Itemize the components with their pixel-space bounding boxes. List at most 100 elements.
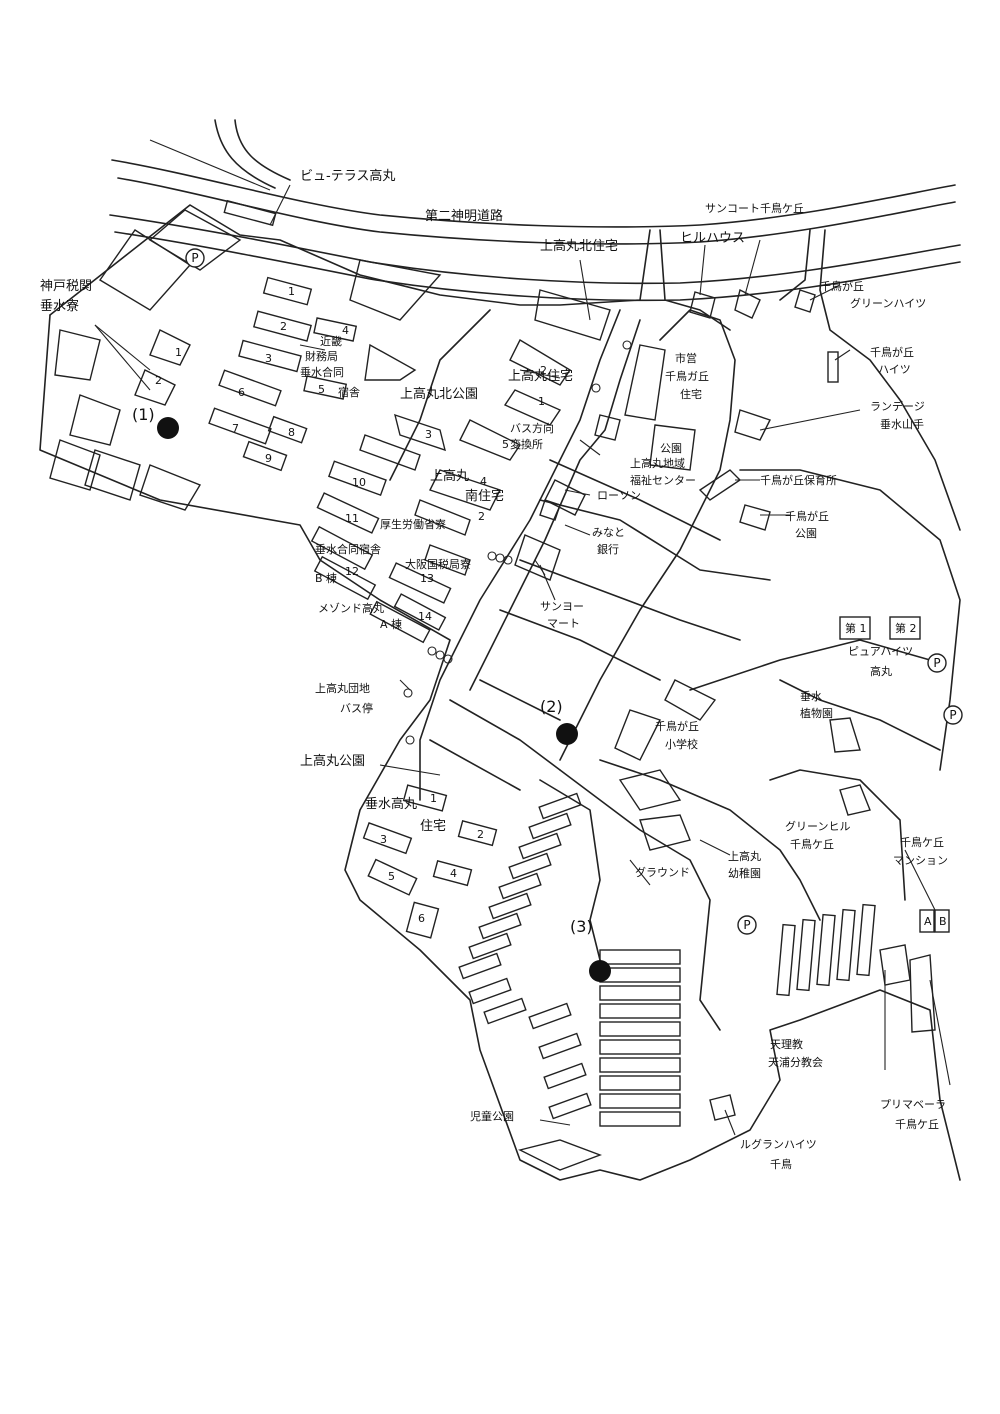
building-number: 12 [345, 565, 359, 578]
label-kinki: 近畿 [320, 334, 342, 348]
building-number: 5 [388, 870, 395, 883]
building-number: 8 [288, 426, 295, 439]
label-minato: みなと [592, 526, 625, 539]
parking-label: P [191, 251, 198, 265]
building-number: 10 [352, 476, 366, 489]
place-labels: ビュ-テラス高丸 神戸税関 垂水寮 近畿 財務局 垂水合同 宿舎 上高丸北公園 … [40, 168, 948, 1171]
label-chidori-park-2: 公園 [795, 527, 817, 540]
label-municipal: 市営 [675, 351, 697, 365]
building-number: 2 [155, 374, 162, 387]
label-chidori-mansion-2: マンション [893, 854, 948, 867]
label-school-2: 小学校 [665, 737, 698, 751]
label-children-park: 児童公園 [470, 1109, 514, 1123]
label-sanyo-2: マート [547, 617, 580, 630]
label-south-housing: 上高丸 [430, 468, 469, 484]
label-botanical: 垂水 [800, 690, 822, 703]
parking-label: P [743, 918, 750, 932]
label-chidori-heights-2: ハイツ [878, 363, 911, 376]
label-bus-stop-2: バス停 [340, 701, 373, 715]
building-number: 3 [425, 428, 432, 441]
building-number: 5 [502, 438, 509, 451]
parking-icon [943, 705, 963, 725]
label-green-heights-2: グリーンハイツ [850, 296, 926, 310]
label-tenrikyo: 天理教 [770, 1038, 803, 1051]
label-legran: ルグランハイツ [740, 1137, 817, 1151]
label-bus-turn: バス方向 [510, 421, 554, 435]
parking-icon [927, 653, 947, 673]
building-number: 2 [280, 320, 287, 333]
highway [109, 119, 961, 302]
building-number: 3 [380, 833, 387, 846]
label-chidori-park: 千鳥が丘 [785, 509, 829, 523]
building-number: 4 [480, 475, 487, 488]
label-park: 公園 [660, 442, 682, 455]
label-legran-2: 千鳥 [770, 1157, 792, 1171]
label-osaka-tax: 大阪国税局寮 [405, 557, 471, 571]
label-kobe-customs: 神戸税関 [40, 279, 92, 294]
label-maisonnette: メゾンド高丸 [318, 601, 384, 615]
marker-dot [589, 960, 611, 982]
label-green-hill-2: 千鳥ケ丘 [790, 837, 834, 851]
label-north-park: 上高丸北公園 [400, 386, 478, 402]
east-buildings [614, 288, 950, 1121]
label-landage: ランデージ [870, 399, 925, 413]
building-numbers: 1 2 3 4 5 6 7 8 9 10 11 12 13 14 1 2 1 2… [155, 285, 947, 928]
building-number: 13 [420, 572, 434, 585]
label-kindergarten-2: 幼稚園 [728, 867, 761, 880]
building-number: 6 [238, 386, 245, 399]
label-botanical-2: 植物園 [800, 706, 833, 720]
label-green-heights: 千鳥が丘 [820, 279, 864, 293]
building-number: 3 [265, 352, 272, 365]
label-kinki-dorm: 宿舎 [338, 385, 360, 399]
label-welfare-2: 福祉センター [630, 473, 696, 487]
label-bus-turn-2: 変換所 [510, 437, 543, 451]
label-kamitakamaru-housing: 上高丸住宅 [508, 368, 573, 384]
building-number: 5 [318, 383, 325, 396]
label-pure-heights: 第 1 [845, 621, 867, 635]
parking-marks: P P P P [185, 248, 963, 935]
highway-label: 第二神明道路 [425, 208, 503, 224]
district-boundary [39, 204, 961, 1181]
parking-icon [737, 915, 757, 935]
label-welfare: 上高丸地域 [630, 456, 685, 470]
label-nursery: 千鳥が丘保育所 [760, 473, 837, 487]
parking-label: P [933, 656, 940, 670]
label-tarumi-takamaru-2: 住宅 [420, 819, 446, 834]
rail-symbols [403, 340, 632, 745]
building-number: 4 [450, 867, 457, 880]
label-chidori-heights: 千鳥が丘 [870, 345, 914, 359]
label-ground: グラウンド [635, 865, 690, 879]
building-number: 4 [342, 324, 349, 337]
location-markers: (1) (2) (3) [132, 405, 611, 982]
label-chidori-mansion: 千鳥ケ丘 [900, 835, 944, 849]
label-primavera-2: 千鳥ケ丘 [895, 1117, 939, 1131]
parking-icon [185, 248, 205, 268]
label-tenrikyo-2: 天浦分教会 [768, 1056, 823, 1069]
label-pure-heights-4: 高丸 [870, 664, 892, 678]
label-kinki-finance: 財務局 [305, 349, 338, 363]
building-number: B [939, 915, 947, 928]
building-number: 7 [232, 422, 239, 435]
label-municipal-2: 千鳥ガ丘 [665, 369, 709, 383]
building-number: 2 [540, 364, 547, 377]
label-tarumi-takamaru: 垂水高丸 [365, 796, 417, 812]
building-number: 14 [418, 610, 432, 623]
label-tarumi-joint: 垂水合同宿舎 [315, 542, 381, 556]
label-sanyo: サンヨー [540, 600, 584, 613]
building-number: 9 [265, 452, 272, 465]
label-lawson: ローソン [597, 489, 641, 502]
label-kindergarten: 上高丸 [728, 849, 761, 863]
label-primavera: プリマベーラ [880, 1098, 946, 1111]
label-a-wing: A 棟 [380, 617, 402, 631]
label-kamitakamaru-park: 上高丸公園 [300, 753, 365, 769]
parking-label: P [949, 708, 956, 722]
label-hill-house: ヒルハウス [680, 231, 745, 246]
street-grid [389, 309, 961, 1031]
label-kobe-customs-dorm: 垂水寮 [40, 298, 79, 314]
mid-buildings [310, 289, 696, 644]
label-bus-stop: 上高丸団地 [315, 681, 370, 695]
label-pure-heights-2: 第 2 [895, 621, 917, 635]
building-number: 11 [345, 512, 359, 525]
label-b-wing: B 棟 [315, 571, 337, 585]
label-school: 千鳥が丘 [655, 719, 699, 733]
